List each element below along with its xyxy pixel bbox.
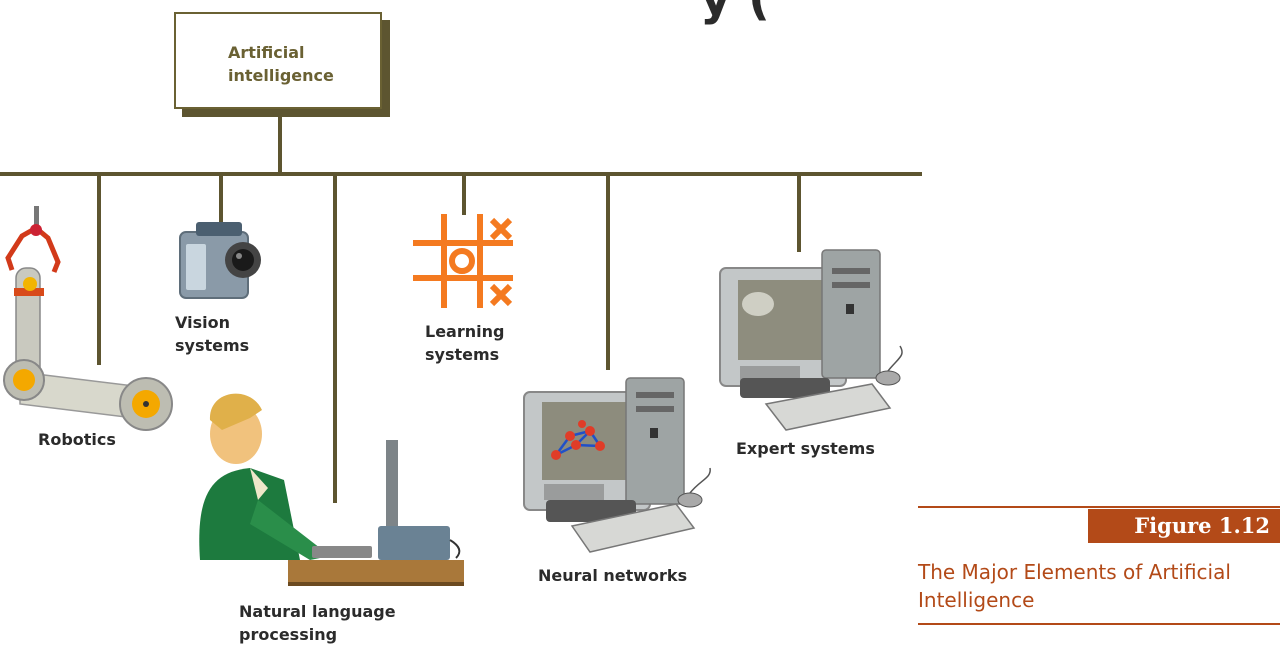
figure-caption: The Major Elements of Artificial Intelli… (918, 560, 1231, 612)
root-node-label: Artificial intelligence (228, 43, 334, 85)
figure-bottom-rule (918, 623, 1280, 625)
page-top-title-fragment: y ( (700, 0, 770, 26)
connector-lines (0, 109, 922, 503)
figure-top-rule (918, 506, 1280, 508)
neural-networks-label: Neural networks (538, 566, 688, 585)
camera-icon (179, 222, 261, 299)
expert-systems-label: Expert systems (736, 439, 875, 458)
learning-systems-label: Learning systems (425, 322, 505, 364)
person-typing-icon (199, 393, 464, 586)
figure-number-badge: Figure 1.12 (1088, 509, 1280, 543)
computer-icon (719, 249, 903, 431)
root-node-box: Artificial intelligence (174, 12, 382, 109)
vision-systems-label: Vision systems (175, 313, 250, 355)
natural-language-processing-label: Natural language processing (239, 602, 396, 644)
tic-tac-toe-icon (413, 214, 513, 308)
computer-network-icon (523, 377, 711, 553)
robotics-label: Robotics (38, 430, 116, 449)
robotic-arm-icon (3, 206, 173, 431)
